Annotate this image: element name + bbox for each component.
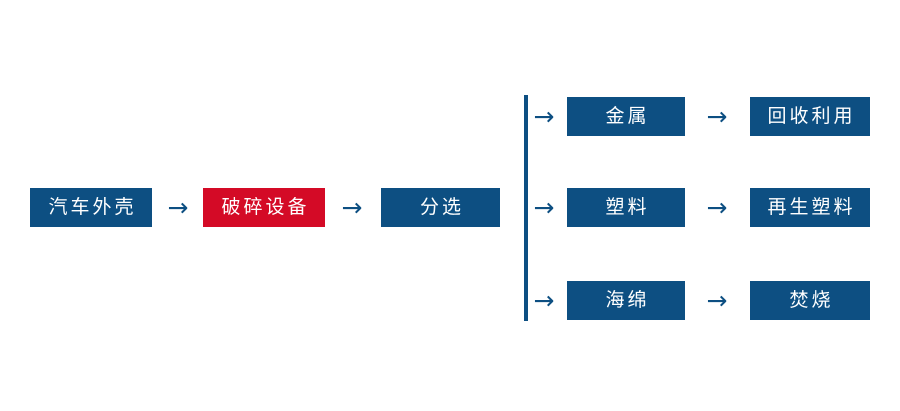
node-car-shell[interactable]: 汽车外壳 — [30, 188, 152, 227]
arrow-right-icon-plastic-to-regenerated: → — [706, 193, 728, 222]
node-plastic[interactable]: 塑料 — [567, 188, 685, 227]
arrow-right-icon-metal-to-recycle: → — [706, 102, 728, 131]
arrow-right-icon-crusher-to-sorting: → — [341, 193, 363, 222]
arrow-right-icon-split-to-sponge: → — [533, 286, 555, 315]
arrow-right-icon-start-to-crusher: → — [167, 193, 189, 222]
arrow-right-icon-split-to-plastic: → — [533, 193, 555, 222]
node-recycling-reuse[interactable]: 回收利用 — [750, 97, 870, 136]
node-sorting[interactable]: 分选 — [381, 188, 500, 227]
node-metal[interactable]: 金属 — [567, 97, 685, 136]
arrow-right-icon-sponge-to-incineration: → — [706, 286, 728, 315]
node-incineration[interactable]: 焚烧 — [750, 281, 870, 320]
node-regenerated-plastic[interactable]: 再生塑料 — [750, 188, 870, 227]
node-sponge[interactable]: 海绵 — [567, 281, 685, 320]
split-connector-vertical-line — [524, 95, 528, 321]
arrow-right-icon-split-to-metal: → — [533, 102, 555, 131]
node-crushing-equipment[interactable]: 破碎设备 — [203, 188, 325, 227]
